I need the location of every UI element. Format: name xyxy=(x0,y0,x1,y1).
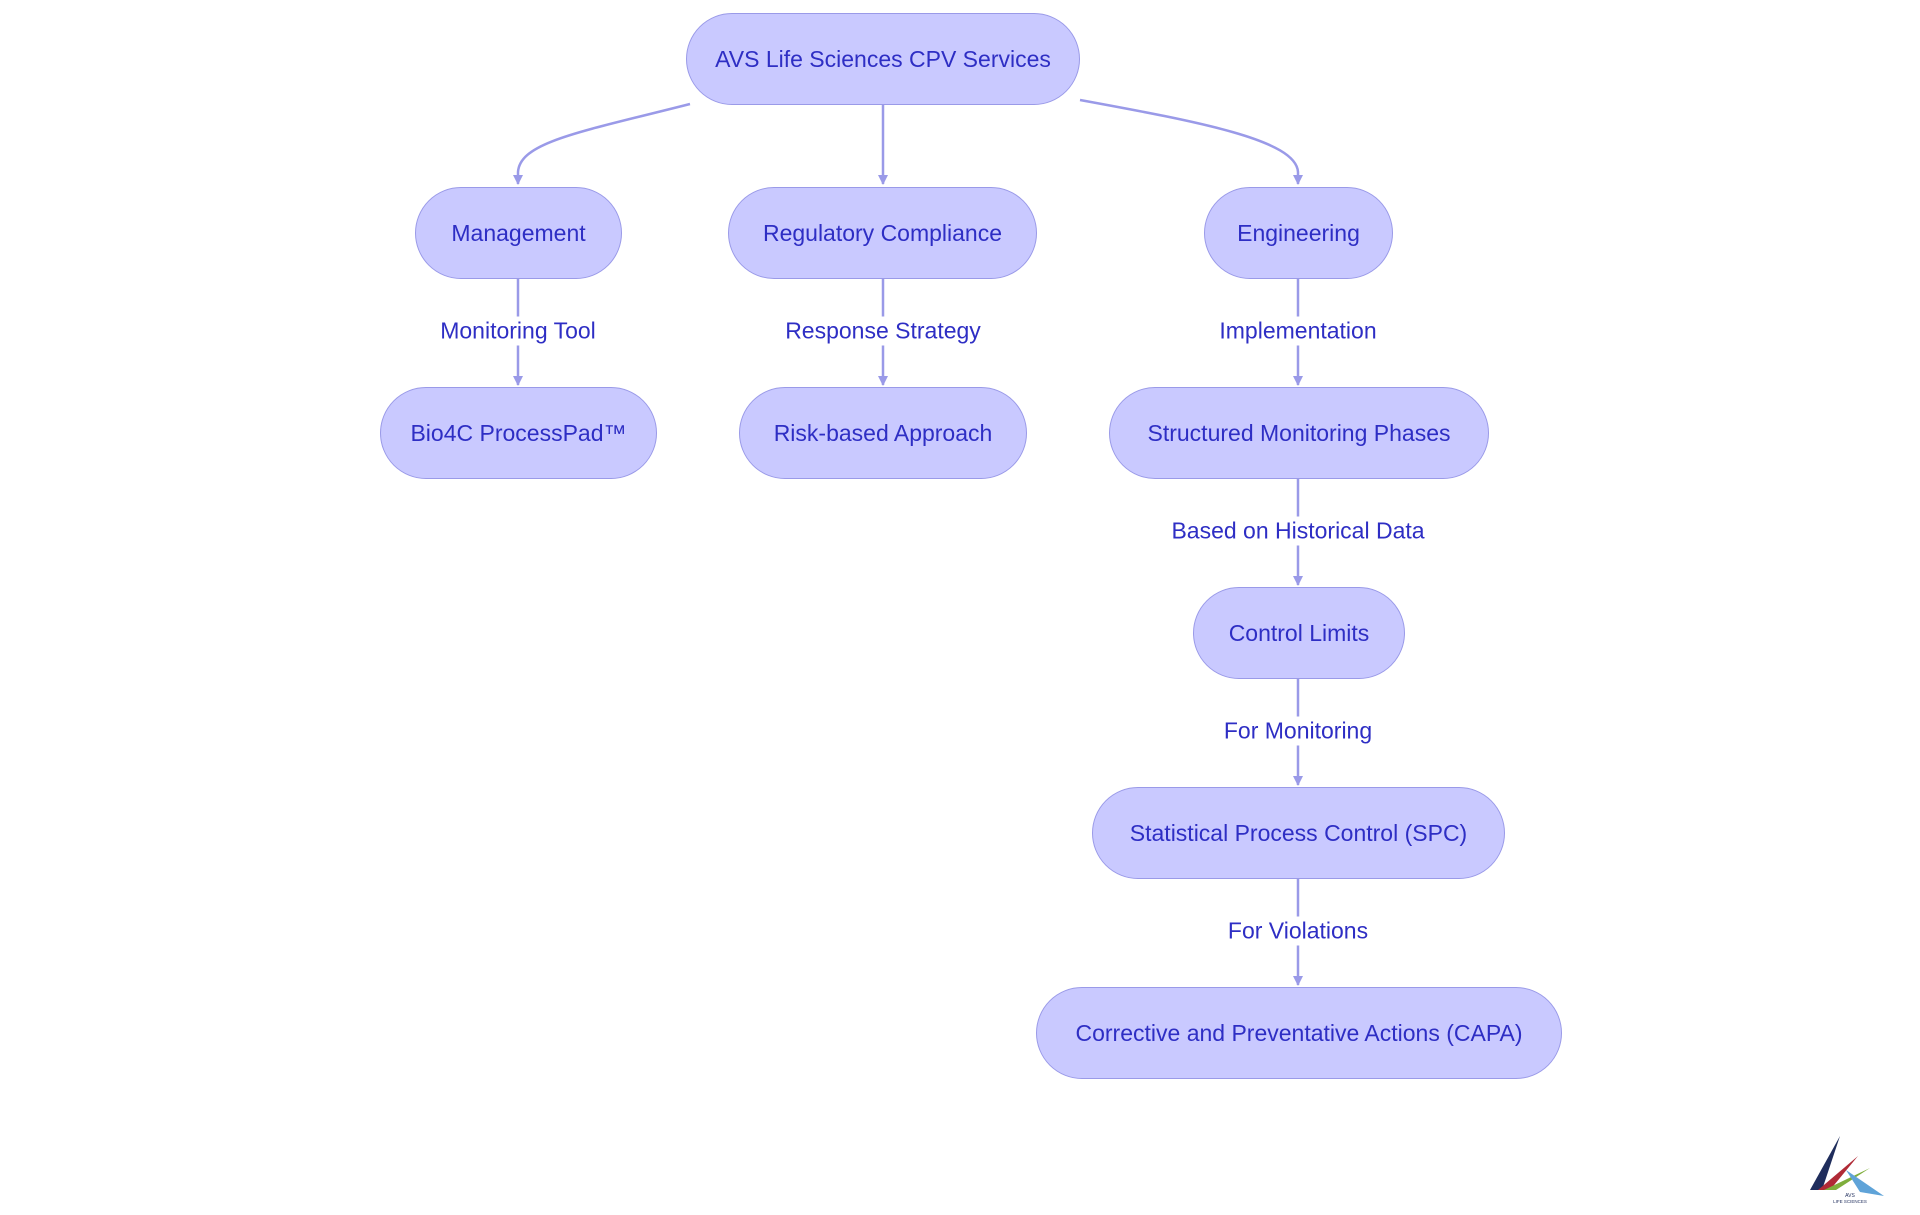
avs-logo: AVS LIFE SCIENCES xyxy=(1810,1136,1884,1204)
edge-label-for-monitoring: For Monitoring xyxy=(1220,716,1376,746)
edge-root-engineering xyxy=(1079,98,1303,185)
logo-lightblue-blade xyxy=(1846,1170,1884,1196)
logo-navy-blade xyxy=(1810,1136,1840,1190)
edge-label-historical-data: Based on Historical Data xyxy=(1168,516,1428,546)
node-capa: Corrective and Preventative Actions (CAP… xyxy=(1036,987,1562,1079)
edge-root-management xyxy=(513,102,691,185)
node-regulatory-compliance: Regulatory Compliance xyxy=(728,187,1037,279)
node-bio4c-processpad: Bio4C ProcessPad™ xyxy=(380,387,657,479)
edge-label-response-strategy: Response Strategy xyxy=(782,316,984,346)
edge-label-monitoring-tool: Monitoring Tool xyxy=(437,316,599,346)
edge-label-for-violations: For Violations xyxy=(1224,916,1372,946)
node-statistical-process-control: Statistical Process Control (SPC) xyxy=(1092,787,1505,879)
edge-label-implementation: Implementation xyxy=(1216,316,1380,346)
logo-green-blade xyxy=(1824,1168,1870,1190)
logo-text-avs: AVS xyxy=(1845,1193,1855,1199)
node-management: Management xyxy=(415,187,622,279)
logo-text-life-sciences: LIFE SCIENCES xyxy=(1833,1199,1867,1204)
node-root: AVS Life Sciences CPV Services xyxy=(686,13,1080,105)
node-engineering: Engineering xyxy=(1204,187,1393,279)
node-structured-monitoring-phases: Structured Monitoring Phases xyxy=(1109,387,1489,479)
node-risk-based-approach: Risk-based Approach xyxy=(739,387,1027,479)
node-control-limits: Control Limits xyxy=(1193,587,1405,679)
logo-red-blade xyxy=(1818,1156,1858,1190)
